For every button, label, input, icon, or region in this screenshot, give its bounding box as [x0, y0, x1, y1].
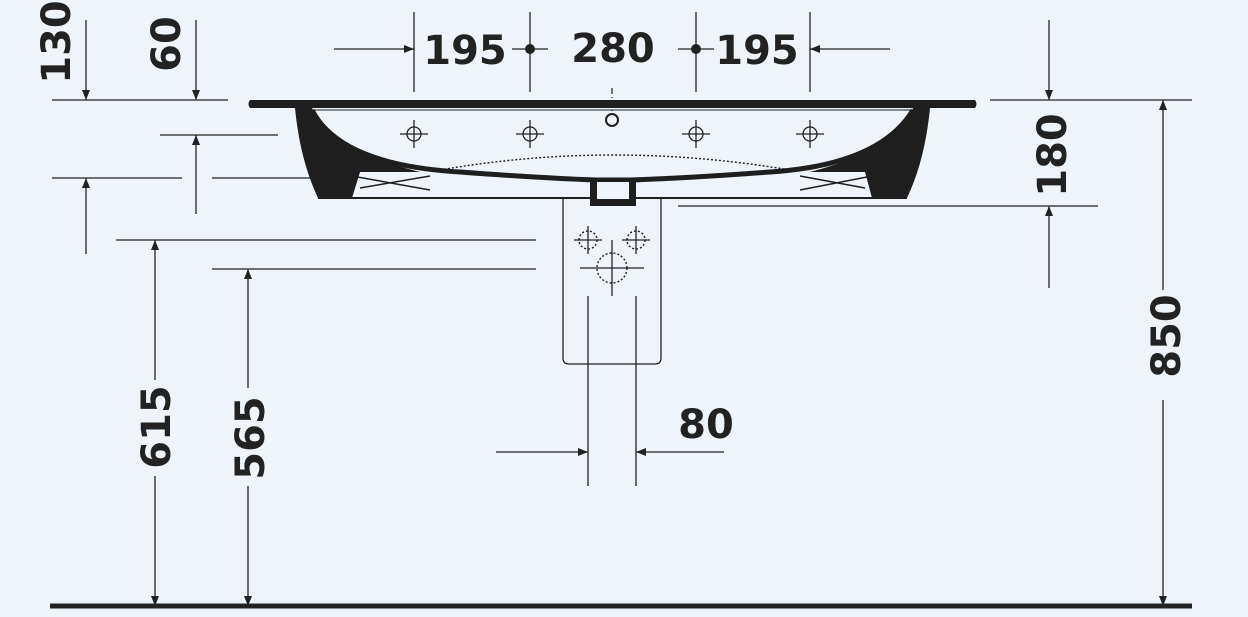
dimension-label-80: 80	[678, 402, 734, 448]
dimension-lines	[82, 20, 1167, 606]
dimension-label-280: 280	[571, 26, 655, 72]
dimension-label-180: 180	[1030, 113, 1076, 197]
tap-hole-markers	[400, 120, 824, 148]
extension-lines	[52, 12, 1192, 270]
basin-body	[248, 88, 977, 206]
dimension-label-60: 60	[144, 16, 190, 72]
dimension-label-850: 850	[1144, 294, 1190, 378]
dimension-label-195-right: 195	[715, 28, 799, 74]
siphon-cover	[562, 198, 662, 486]
dimension-label-565: 565	[228, 396, 274, 480]
dimension-label-130: 130	[34, 0, 80, 84]
dimension-label-615: 615	[134, 385, 180, 469]
dimension-label-195-left: 195	[423, 28, 507, 74]
